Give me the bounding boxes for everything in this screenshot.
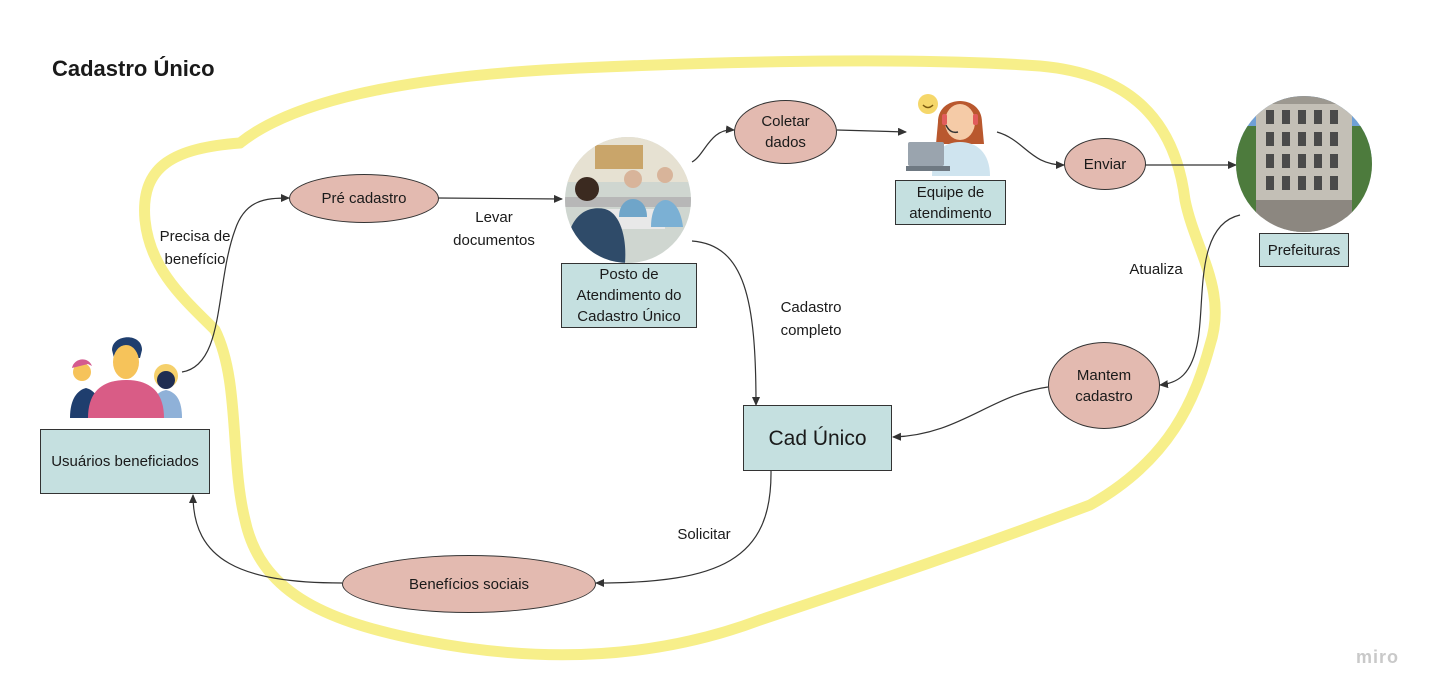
node-pre-cadastro[interactable]: Pré cadastro	[289, 174, 439, 223]
edge-label-cadastro-completo: Cadastro completo	[780, 299, 842, 339]
edge-beneficios-usuarios	[189, 494, 343, 584]
edge-label-atualiza: Atualiza	[1129, 261, 1183, 278]
edge-levar	[437, 194, 563, 203]
edge-atualiza	[1159, 214, 1241, 389]
node-coletar-dados[interactable]: Coletar dados	[734, 100, 837, 164]
node-usuarios-beneficiados[interactable]: Usuários beneficiados	[40, 429, 210, 494]
edge-label-levar: Levar documentos	[453, 209, 535, 249]
node-equipe-atendimento[interactable]: Equipe de atendimento	[895, 180, 1006, 225]
support-agent-icon	[906, 94, 990, 176]
edge-precisa	[181, 194, 290, 373]
node-prefeituras[interactable]: Prefeituras	[1259, 233, 1349, 267]
node-enviar[interactable]: Enviar	[1064, 138, 1146, 190]
node-posto-atendimento[interactable]: Posto de Atendimento do Cadastro Único	[561, 263, 697, 328]
edge-coletar-equipe	[836, 127, 907, 136]
edge-solicitar	[595, 470, 772, 587]
edge-posto-coletar	[691, 125, 735, 163]
page-title: Cadastro Único	[52, 56, 215, 81]
edge-cadastro-completo	[691, 240, 760, 406]
city-hall-photo	[1236, 96, 1372, 232]
family-group-icon	[70, 337, 182, 418]
edge-mantem-cad	[892, 386, 1049, 441]
node-cad-unico[interactable]: Cad Único	[743, 405, 892, 471]
node-mantem-cadastro[interactable]: Mantem cadastro	[1048, 342, 1160, 429]
edge-label-precisa: Precisa de benefício	[159, 228, 231, 268]
service-desk-photo	[565, 137, 691, 263]
edge-label-solicitar: Solicitar	[677, 526, 731, 543]
highlight-loop	[139, 55, 1221, 661]
miro-watermark: miro	[1355, 647, 1399, 667]
node-beneficios-sociais[interactable]: Benefícios sociais	[342, 555, 596, 613]
edge-equipe-enviar	[996, 131, 1065, 169]
